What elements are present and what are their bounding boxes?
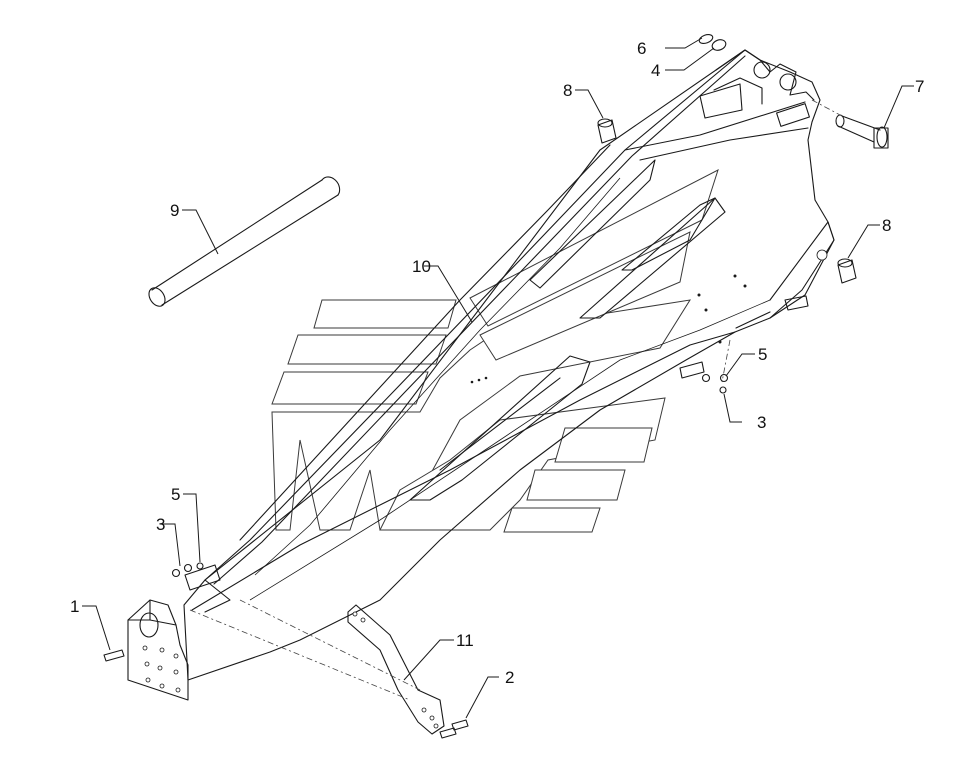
callout-11: 11 bbox=[456, 631, 474, 650]
front-mount-plate bbox=[127, 599, 189, 701]
bushing-upper bbox=[597, 118, 617, 144]
callout-labels: 1 2 3 3 4 5 5 6 7 8 8 9 10 11 bbox=[70, 39, 924, 687]
callout-10: 10 bbox=[412, 257, 431, 276]
callout-8-right: 8 bbox=[882, 216, 891, 235]
callout-5-right: 5 bbox=[758, 345, 767, 364]
callout-5-left: 5 bbox=[171, 485, 180, 504]
support-bracket bbox=[347, 604, 445, 735]
callout-2: 2 bbox=[505, 668, 514, 687]
pin bbox=[835, 114, 889, 149]
watermark-logo bbox=[271, 169, 719, 533]
fasteners bbox=[103, 373, 729, 739]
boom-body bbox=[183, 49, 835, 681]
callout-6: 6 bbox=[637, 39, 646, 58]
callout-3-right: 3 bbox=[757, 413, 766, 432]
callout-3-left: 3 bbox=[156, 515, 165, 534]
leader-lines bbox=[82, 37, 914, 719]
callout-4: 4 bbox=[651, 61, 660, 80]
pipe bbox=[148, 176, 341, 307]
rings bbox=[698, 33, 727, 51]
assembly-lines bbox=[189, 99, 843, 701]
callout-8-upper: 8 bbox=[563, 81, 572, 100]
callout-9: 9 bbox=[170, 201, 179, 220]
callout-1: 1 bbox=[70, 597, 79, 616]
bushing-right bbox=[837, 258, 857, 284]
callout-7: 7 bbox=[915, 77, 924, 96]
